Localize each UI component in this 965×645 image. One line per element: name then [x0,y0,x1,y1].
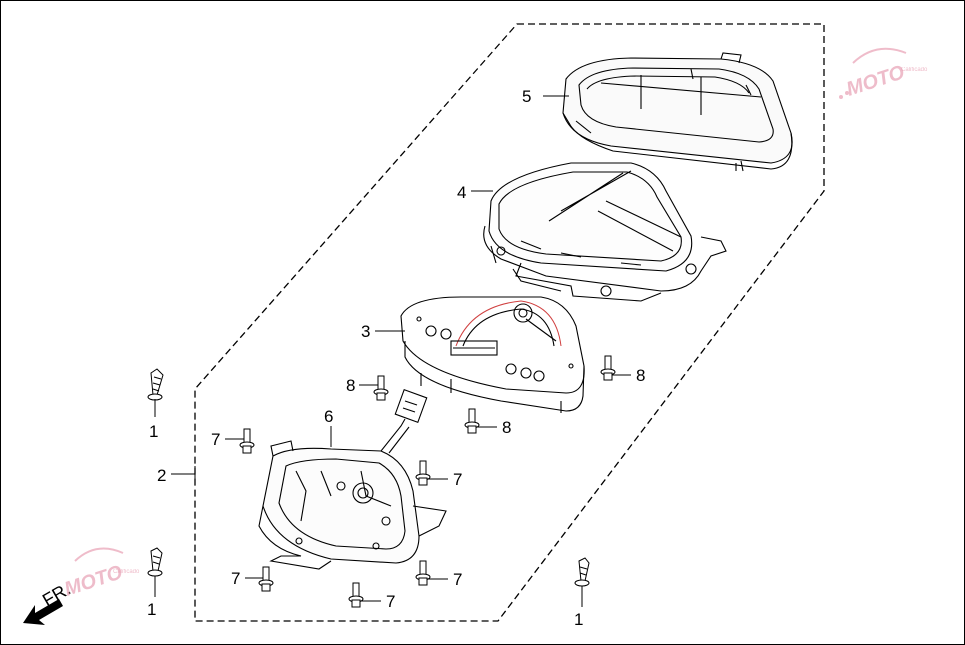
bolt-7-e [348,582,364,608]
assembly-boundary [194,23,825,622]
bolt-8-a [373,375,389,401]
label-part-1-left: 1 [147,600,156,619]
bolt-7-b [415,460,431,486]
part-6-meter-case [258,388,447,570]
watermark-sub: Calificado [113,569,140,575]
watermark-sub: Calificado [901,67,928,73]
label-part-8-c: 8 [502,418,511,437]
bolt-7-d [415,560,431,586]
watermark-bottom-left: MOTO Calificado [62,547,140,601]
arrow-down-left-icon [23,599,63,625]
screw-1-top [147,368,164,401]
bolt-7-c [258,566,274,592]
part-5-bezel [562,52,793,172]
label-part-3: 3 [361,322,370,341]
part-4-gauge-cover [483,162,727,302]
label-part-1-right: 1 [574,610,583,629]
watermark-top-right: MOTO Calificado [839,47,928,101]
label-part-5: 5 [522,87,531,106]
label-part-7-a: 7 [211,430,220,449]
label-part-7-d: 7 [453,570,462,589]
label-part-7-c: 7 [231,569,240,588]
part-3-meter-unit [400,296,585,413]
watermark-brand: MOTO [844,61,908,100]
label-part-7-e: 7 [386,592,395,611]
label-part-8-b: 8 [636,366,645,385]
watermark-brand: MOTO [62,561,126,600]
label-part-1-top: 1 [149,422,158,441]
label-part-4: 4 [457,183,466,202]
screw-1-bottom-right [574,557,590,587]
leader-lines [154,95,631,607]
bolt-7-a [239,428,255,454]
label-part-8-a: 8 [346,376,355,395]
screw-1-bottom-left [147,547,163,577]
label-part-7-b: 7 [453,470,462,489]
label-part-6: 6 [324,407,333,426]
bolt-8-b [600,355,616,381]
label-part-2: 2 [157,466,166,485]
bolt-8-c [464,408,480,434]
